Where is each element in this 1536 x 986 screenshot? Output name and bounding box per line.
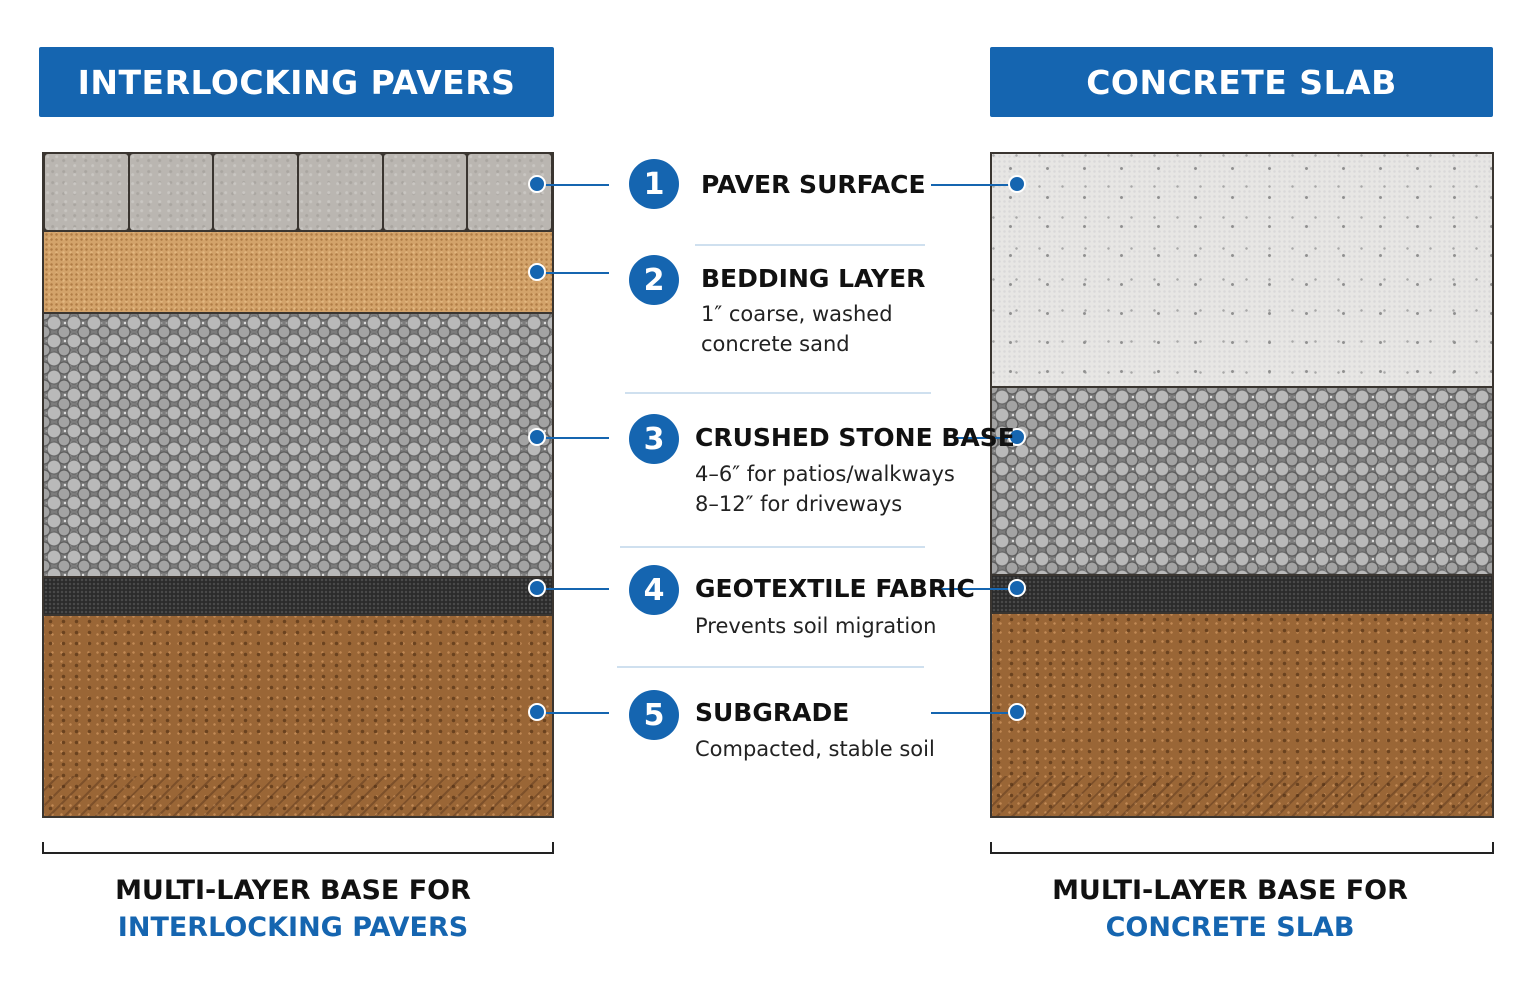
connector-dot-right-1 [1008, 175, 1026, 193]
connector-dot-right-4 [1008, 579, 1026, 597]
legend-separator [617, 666, 924, 668]
layer-description: Prevents soil migration [695, 614, 937, 638]
connector-dot-left-2 [528, 263, 546, 281]
concrete-slab-banner: CONCRETE SLAB [990, 47, 1493, 117]
paver-block [129, 154, 213, 230]
crushed-stone-layer-left [44, 314, 552, 578]
bedding-sand-layer [44, 232, 552, 314]
layer-number-badge: 3 [629, 414, 679, 464]
layer-title: BEDDING LAYER [701, 264, 926, 293]
layer-number-badge: 2 [629, 255, 679, 305]
layer-number-badge: 1 [629, 159, 679, 209]
concrete-slab-layer [992, 154, 1492, 388]
connector-line-right-4 [931, 588, 1017, 590]
right-caption: MULTI-LAYER BASE FOR CONCRETE SLAB [980, 872, 1480, 946]
connector-dot-left-3 [528, 428, 546, 446]
layer-title: GEOTEXTILE FABRIC [695, 574, 975, 603]
connector-line-right-1 [931, 184, 1017, 186]
paver-surface-layer [44, 154, 552, 232]
connector-line-left-5 [537, 712, 609, 714]
geotextile-layer-left [44, 578, 552, 616]
interlocking-pavers-banner: INTERLOCKING PAVERS [39, 47, 554, 117]
paver-block [383, 154, 467, 230]
layer-description: 4–6″ for patios/walkways [695, 462, 955, 486]
layer-description: 8–12″ for driveways [695, 492, 903, 516]
interlocking-pavers-title: INTERLOCKING PAVERS [77, 62, 516, 102]
layer-title: SUBGRADE [695, 698, 850, 727]
connector-line-left-1 [537, 184, 609, 186]
concrete-slab-title: CONCRETE SLAB [1086, 62, 1397, 102]
connector-dot-left-4 [528, 579, 546, 597]
layer-description: 1″ coarse, washed [701, 302, 893, 326]
layer-title: CRUSHED STONE BASE [695, 423, 1015, 452]
paver-cross-section [42, 152, 554, 818]
right-caption-line1: MULTI-LAYER BASE FOR [1052, 875, 1408, 906]
layer-description: Compacted, stable soil [695, 737, 935, 761]
layer-number-badge: 4 [629, 565, 679, 615]
paver-block [45, 154, 128, 230]
layer-description: concrete sand [701, 332, 850, 356]
layer-title: PAVER SURFACE [701, 170, 926, 199]
subgrade-layer-right [992, 614, 1492, 816]
connector-line-left-2 [537, 272, 609, 274]
right-caption-line2: CONCRETE SLAB [1105, 912, 1355, 943]
subgrade-layer-left [44, 616, 552, 816]
connector-dot-right-3 [1008, 428, 1026, 446]
connector-line-right-3 [957, 437, 1017, 439]
legend-separator [695, 244, 925, 246]
connector-line-right-5 [931, 712, 1017, 714]
left-caption-line2: INTERLOCKING PAVERS [117, 912, 469, 943]
connector-line-left-3 [537, 437, 609, 439]
connector-dot-left-5 [528, 703, 546, 721]
connector-dot-right-5 [1008, 703, 1026, 721]
paver-block [214, 154, 298, 230]
left-caption-line1: MULTI-LAYER BASE FOR [115, 875, 471, 906]
left-bracket [42, 842, 554, 854]
legend-separator [625, 392, 931, 394]
paver-block [299, 154, 382, 230]
right-bracket [990, 842, 1494, 854]
layer-number-badge: 5 [629, 690, 679, 740]
crushed-stone-layer-right [992, 388, 1492, 576]
concrete-cross-section [990, 152, 1494, 818]
legend-separator [620, 546, 925, 548]
left-caption: MULTI-LAYER BASE FOR INTERLOCKING PAVERS [42, 872, 544, 946]
connector-dot-left-1 [528, 175, 546, 193]
connector-line-left-4 [537, 588, 609, 590]
geotextile-layer-right [992, 576, 1492, 614]
